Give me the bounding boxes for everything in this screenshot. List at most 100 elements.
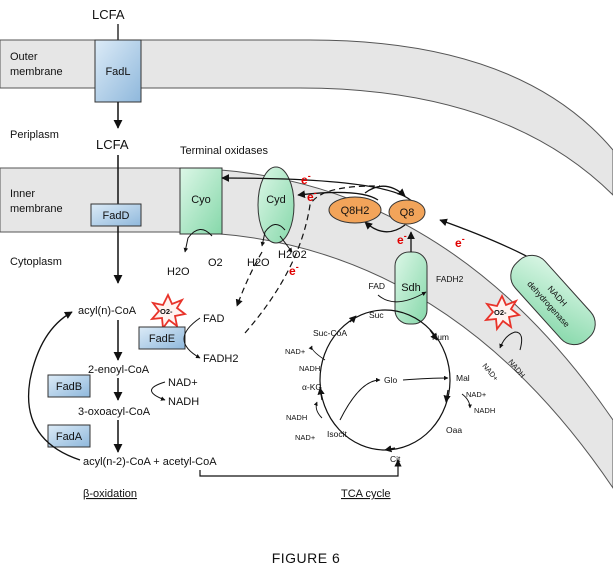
cyd-label: Cyd xyxy=(266,194,286,206)
tca-arrow-akg xyxy=(317,387,325,401)
beta-cycle-return-arrow xyxy=(28,311,81,461)
outer-membrane-label-line1: Outer xyxy=(10,51,38,63)
electron-label-1: e- xyxy=(301,171,311,187)
tca-nad-arc-2 xyxy=(313,401,323,419)
tca-nad-2: NAD+ xyxy=(295,433,316,442)
electron-label-2: e- xyxy=(307,188,317,204)
q8-cycle-arrow-bottom xyxy=(364,221,406,233)
fade-fadh2-label: FADH2 xyxy=(203,353,238,365)
electron-label-4-sup: - xyxy=(462,234,465,244)
fadl-label: FadL xyxy=(105,66,130,78)
fade-label: FadE xyxy=(149,333,175,345)
fade-electron-path xyxy=(244,185,381,334)
inner-membrane-band xyxy=(0,167,613,489)
sdh-fad-label: FAD xyxy=(368,281,385,291)
nadh-dehydrogenase-protein xyxy=(510,254,596,346)
electron-label-1-sup: - xyxy=(308,171,311,181)
sdh-fad-arc xyxy=(377,291,427,303)
cyo-h2o-label: H2O xyxy=(167,266,190,278)
cyo-label: Cyo xyxy=(191,194,211,206)
electron-label-5: e- xyxy=(289,262,299,278)
cyd-h2o-label: H2O xyxy=(247,257,270,269)
fadb-nad-arc xyxy=(151,381,166,401)
beta-oxidation-title: β-oxidation xyxy=(83,488,137,500)
cyd-h2o2-label: H2O2 xyxy=(278,249,307,261)
acyl-n-coa-label: acyl(n)-CoA xyxy=(78,305,137,317)
electron-label-4-e: e xyxy=(455,236,462,250)
superoxide-star-nadh: O2- xyxy=(483,293,522,332)
acetyl-coa-to-tca-connector xyxy=(199,459,402,477)
electron-to-cyd-arrow xyxy=(297,190,379,201)
tca-suc-coa-label: Suc-CoA xyxy=(313,328,347,338)
sdh-label: Sdh xyxy=(401,282,421,294)
q8h2-quinol xyxy=(328,196,382,224)
tca-oaa-label: Oaa xyxy=(446,425,462,435)
tca-cycle-title: TCA cycle xyxy=(341,488,391,500)
fade-electron-branch xyxy=(235,251,263,307)
fadb-box xyxy=(47,374,91,398)
glyoxylate-shunt-arrow-2 xyxy=(402,375,449,381)
fade-fad-label: FAD xyxy=(203,313,224,325)
fadd-label: FadD xyxy=(103,210,130,222)
sdh-fadh2-label: FADH2 xyxy=(436,274,464,284)
tca-akg-label: α-KG xyxy=(302,382,322,392)
q8-label: Q8 xyxy=(400,207,415,219)
fadd-box xyxy=(90,203,142,227)
inner-membrane-label-line1: Inner xyxy=(10,188,35,200)
electron-label-1-e: e xyxy=(301,173,308,187)
superoxide-label-1: O2- xyxy=(160,307,173,316)
cyo-h2o-text: H2O xyxy=(167,266,190,278)
tca-mal-label: Mal xyxy=(456,373,470,383)
tca-suc-label: Suc xyxy=(369,310,384,320)
cyd-protein xyxy=(257,166,295,244)
tca-nad-arc-3 xyxy=(461,393,473,409)
superoxide-star-fade: O2- xyxy=(149,292,188,331)
tca-nad-3: NAD+ xyxy=(466,390,487,399)
electron-label-5-sup: - xyxy=(296,262,299,272)
q8-cycle-arrow-top xyxy=(364,185,406,197)
outer-membrane-label-line2: membrane xyxy=(10,66,63,78)
superoxide-label-2: O2- xyxy=(494,308,507,317)
outer-membrane-band xyxy=(0,39,613,196)
nadh-dh-nad-label: NAD+ xyxy=(480,362,500,384)
tca-arrow-oaa xyxy=(443,389,451,403)
glyoxylate-shunt-arrow-1 xyxy=(339,377,381,421)
terminal-oxidases-label: Terminal oxidases xyxy=(180,145,269,157)
fadb-nadh-label: NADH xyxy=(168,396,199,408)
q8h2-label: Q8H2 xyxy=(341,205,370,217)
cyo-o2-arc xyxy=(183,229,213,253)
fadb-label: FadB xyxy=(56,381,82,393)
fadb-nad-label: NAD+ xyxy=(168,377,198,389)
electron-label-5-e: e xyxy=(289,264,296,278)
electron-label-3: e- xyxy=(397,231,407,247)
tca-glo-label: Glo xyxy=(384,375,398,385)
figure-caption: FIGURE 6 xyxy=(272,550,341,566)
electron-label-2-e: e xyxy=(307,190,314,204)
electron-label-4: e- xyxy=(455,234,465,250)
fade-box xyxy=(138,326,186,350)
tca-nadh-2: NADH xyxy=(286,413,307,422)
cyd-h2o-arc xyxy=(260,224,286,247)
tca-nadh-1: NADH xyxy=(299,364,320,373)
lcfa-top-label: LCFA xyxy=(92,7,125,22)
tca-arrow-fum xyxy=(429,329,438,341)
enoyl-coa-label: 2-enoyl-CoA xyxy=(88,364,150,376)
electron-label-3-e: e xyxy=(397,233,404,247)
electron-label-2-sup: - xyxy=(314,188,317,198)
fada-box xyxy=(47,424,91,448)
acyl-n2-coa-label: acyl(n-2)-CoA + acetyl-CoA xyxy=(83,456,217,468)
q8-quinone xyxy=(388,199,426,225)
tca-nad-1: NAD+ xyxy=(285,347,306,356)
periplasm-label: Periplasm xyxy=(10,129,59,141)
cyo-o2-label: O2 xyxy=(208,257,223,269)
cyo-protein xyxy=(179,167,223,235)
tca-nad-arc-1 xyxy=(308,345,326,361)
inner-membrane-label-line2: membrane xyxy=(10,203,63,215)
fadl-transporter xyxy=(94,39,142,103)
tca-cit-label: Cit xyxy=(390,454,401,464)
electron-to-cyo-arrow xyxy=(221,174,416,206)
cytoplasm-label: Cytoplasm xyxy=(10,256,62,268)
fada-label: FadA xyxy=(56,431,83,443)
tca-arrow-cit xyxy=(384,445,396,453)
